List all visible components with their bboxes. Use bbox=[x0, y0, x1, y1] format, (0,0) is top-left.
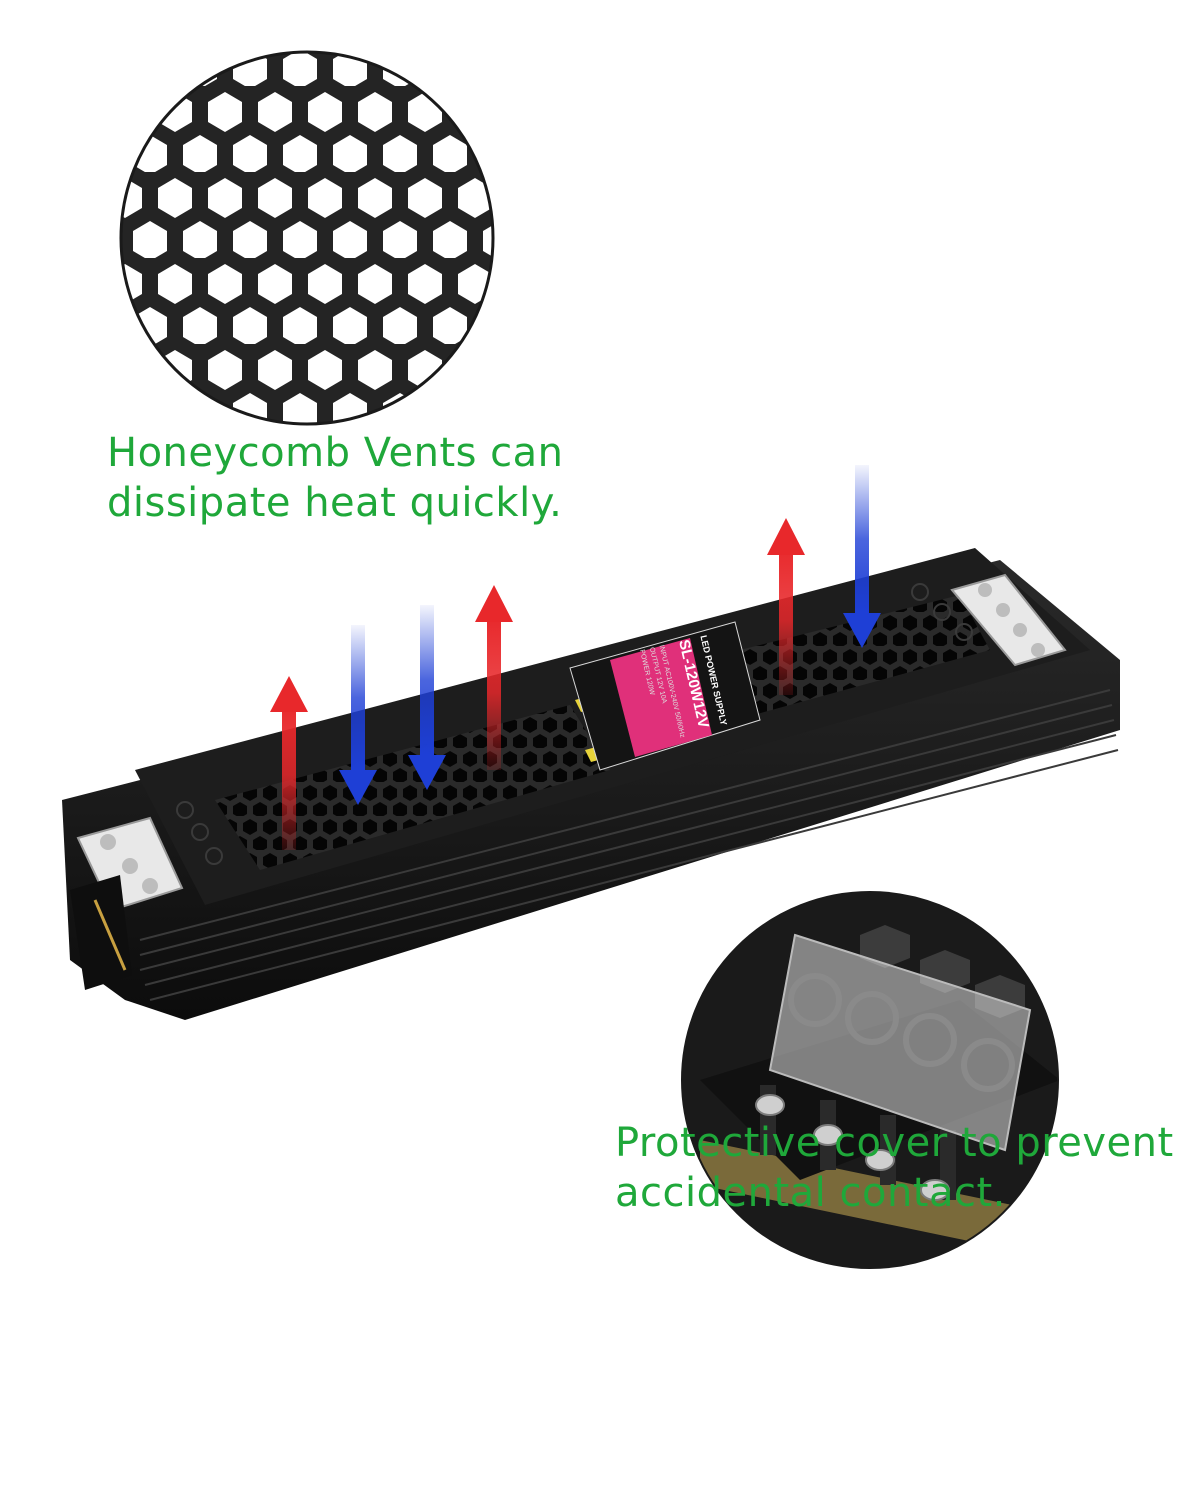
vents-caption: Honeycomb Vents can dissipate heat quick… bbox=[107, 428, 564, 528]
cool-air-arrow-down-icon bbox=[843, 465, 881, 648]
airflow-arrows bbox=[270, 465, 881, 850]
power-supply-body bbox=[62, 548, 1120, 1020]
honeycomb-closeup-icon bbox=[119, 50, 495, 426]
cover-caption: Protective cover to prevent accidental c… bbox=[615, 1118, 1174, 1218]
hot-air-arrow-up-icon bbox=[475, 585, 513, 770]
cover-caption-line1: Protective cover to prevent bbox=[615, 1120, 1174, 1166]
cover-caption-line2: accidental contact. bbox=[615, 1170, 1006, 1216]
vents-caption-line2: dissipate heat quickly. bbox=[107, 480, 563, 526]
product-label bbox=[569, 621, 761, 771]
terminal-closeup-icon bbox=[682, 892, 1058, 1268]
protective-cover bbox=[768, 933, 1032, 1152]
right-terminal-block bbox=[950, 573, 1067, 667]
hot-air-arrow-up-icon bbox=[270, 676, 308, 850]
cool-air-arrow-down-icon bbox=[408, 605, 446, 790]
left-terminal-block bbox=[70, 816, 184, 990]
hot-air-arrow-up-icon bbox=[767, 518, 805, 695]
vents-caption-line1: Honeycomb Vents can bbox=[107, 430, 564, 476]
cool-air-arrow-down-icon bbox=[339, 625, 377, 805]
